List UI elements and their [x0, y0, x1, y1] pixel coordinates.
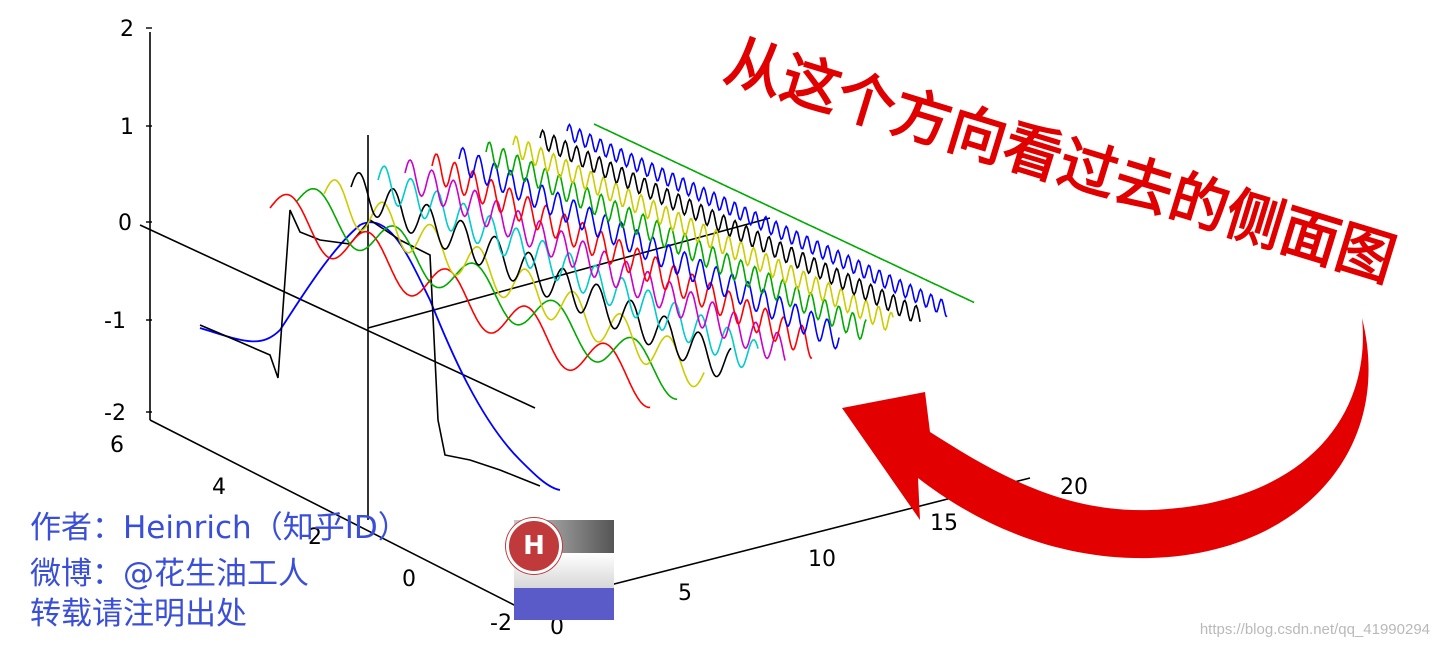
y-axis-line [149, 419, 521, 609]
x-tick-label: 5 [678, 581, 692, 606]
y-tick-label: 4 [212, 475, 226, 500]
credit-repost: 转载请注明出处 [30, 596, 247, 632]
credit-author: 作者：Heinrich（知乎ID） [30, 510, 409, 546]
series-line [199, 221, 561, 491]
h-circle-icon: H [506, 518, 562, 574]
y-tick-label: -2 [490, 611, 512, 636]
y-tick-label: 6 [110, 433, 124, 458]
credit-weibo: 微博：@花生油工人 [30, 556, 309, 592]
series-line [512, 135, 894, 332]
series-line [323, 179, 705, 388]
z-tick-label: -1 [104, 309, 126, 334]
series-layer [199, 122, 975, 491]
series-line [593, 123, 975, 304]
z-tick-label: -2 [104, 401, 126, 426]
series-line [199, 209, 541, 487]
z-tick-label: 2 [120, 17, 134, 42]
swatch-blue [514, 588, 614, 620]
series-line [485, 141, 867, 341]
z-tick-label: 0 [118, 211, 132, 236]
ref-line-x [139, 224, 536, 409]
series-line [404, 158, 786, 361]
series-line [296, 188, 678, 400]
series-line [269, 193, 651, 409]
ref-line-depth [367, 217, 771, 329]
y-tick-label: 0 [402, 567, 416, 592]
x-tick-label: 10 [808, 547, 836, 572]
y-tick-label: 2 [308, 525, 322, 550]
series-line [458, 146, 840, 350]
curved-arrow-icon [842, 318, 1369, 559]
x-tick-label: 20 [1060, 475, 1088, 500]
x-tick-label: 15 [930, 511, 958, 536]
series-line [539, 128, 921, 322]
x-tick-label: 0 [550, 615, 564, 640]
watermark-url: https://blog.csdn.net/qq_41990294 [1199, 621, 1430, 638]
series-line [431, 153, 813, 359]
z-tick-label: 1 [120, 115, 134, 140]
series-line [566, 122, 948, 318]
